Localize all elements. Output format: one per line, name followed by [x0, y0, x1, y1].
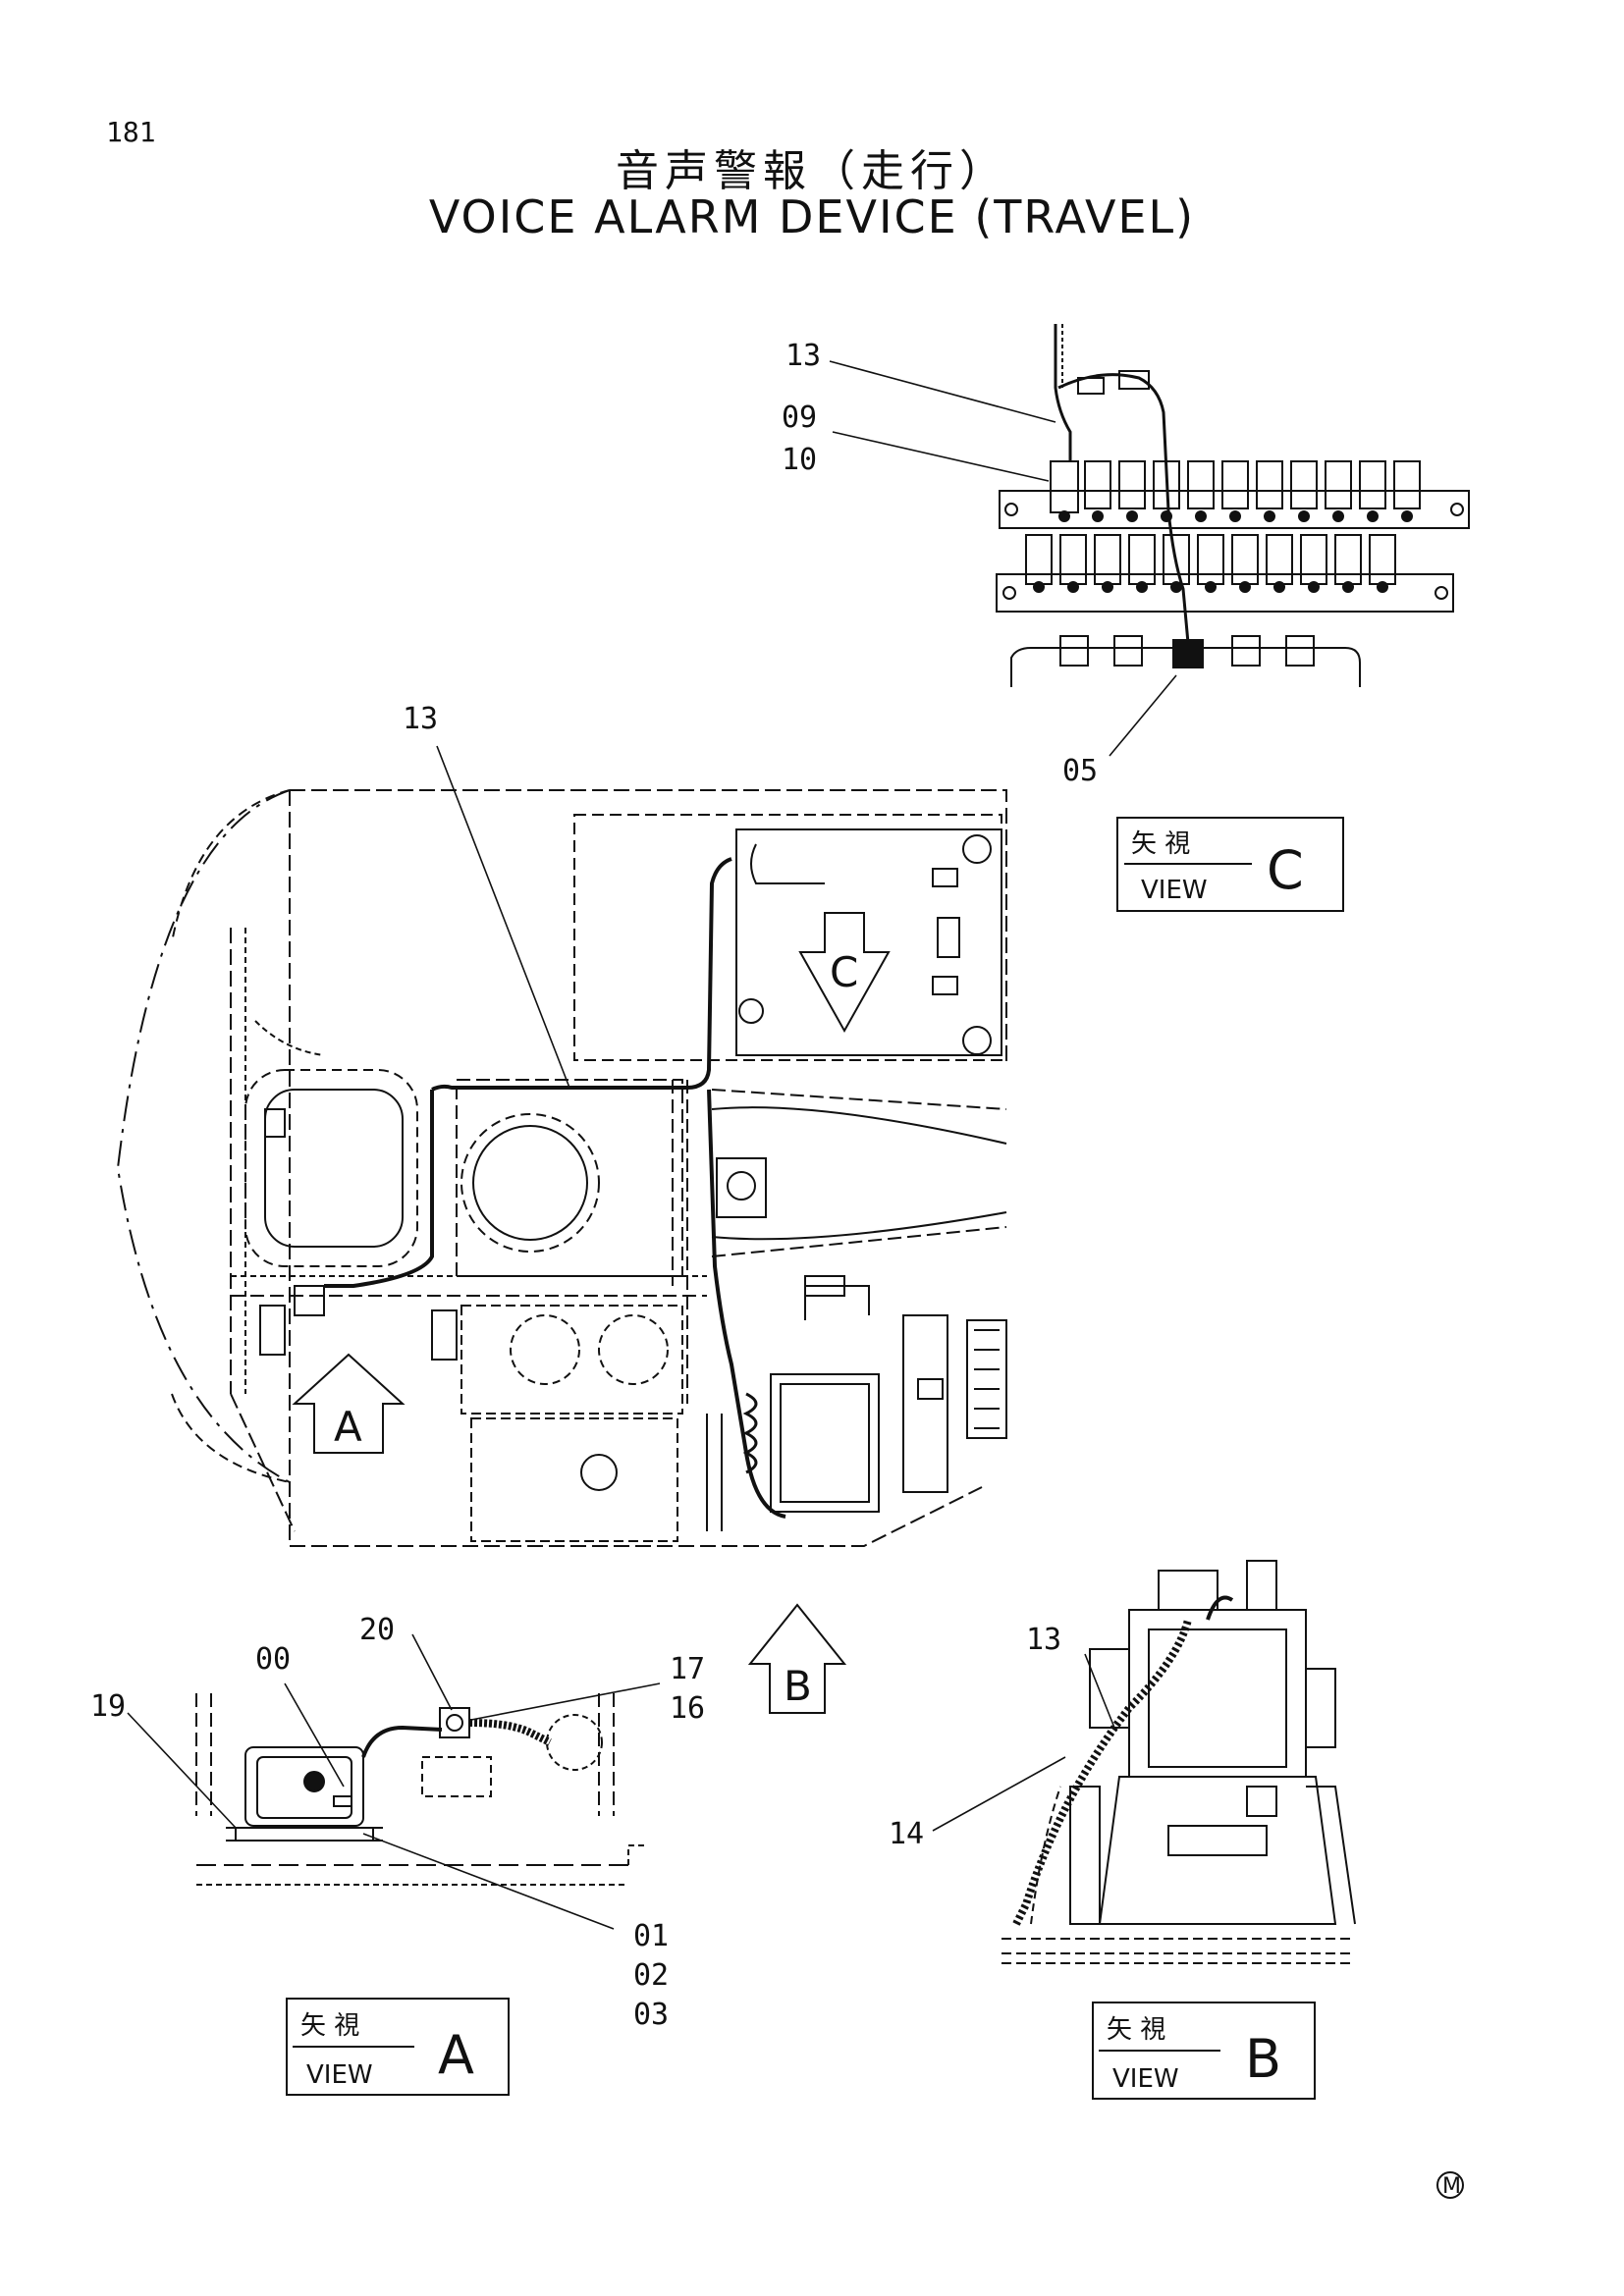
direction-arrow-c-letter: C: [830, 948, 858, 996]
callout-01: 01: [633, 1919, 669, 1953]
leader-lines: [127, 360, 1177, 1930]
callout-02: 02: [633, 1958, 669, 1993]
callout-00: 00: [255, 1642, 291, 1677]
direction-arrow-c-shape: [798, 912, 891, 1034]
direction-arrow-b-shape: [747, 1603, 847, 1714]
corner-mark-circle: [1436, 2171, 1464, 2199]
callout-19: 19: [90, 1689, 126, 1724]
view-b-detail-drawing: [1001, 1560, 1356, 1964]
callout-17: 17: [670, 1652, 705, 1686]
main-frame-drawing: [116, 789, 1007, 1547]
title-japanese: 音声警報（走行）: [616, 146, 1008, 196]
corner-mark-letter: M: [1442, 2174, 1461, 2199]
view-box-a: [286, 1998, 510, 2096]
view-b-letter: B: [1245, 2028, 1281, 2090]
view-a-letter: A: [438, 2024, 474, 2086]
page-number: 181: [106, 116, 156, 148]
view-box-b: [1092, 2002, 1316, 2100]
callout-14: 14: [889, 1817, 924, 1851]
callout-05: 05: [1062, 754, 1098, 788]
callout-13-b: 13: [1026, 1623, 1061, 1657]
callout-09: 09: [782, 400, 817, 435]
view-a-japanese: 矢 視: [300, 2011, 359, 2041]
callout-20: 20: [359, 1613, 395, 1647]
view-box-c: [1116, 817, 1344, 912]
callout-13-main: 13: [403, 702, 438, 736]
direction-arrow-b-letter: B: [784, 1662, 812, 1710]
view-c-detail-drawing: [996, 324, 1470, 687]
view-b-japanese: 矢 視: [1107, 2015, 1165, 2045]
callout-13-top: 13: [785, 339, 821, 373]
view-b-english: VIEW: [1112, 2064, 1179, 2094]
view-a-english: VIEW: [306, 2060, 373, 2090]
callout-03: 03: [633, 1998, 669, 2032]
direction-arrow-a-letter: A: [334, 1403, 362, 1451]
view-c-english: VIEW: [1141, 876, 1208, 905]
callout-10: 10: [782, 443, 817, 477]
direction-arrow-a-shape: [292, 1353, 406, 1454]
view-c-letter: C: [1267, 839, 1304, 901]
title-english: VOICE ALARM DEVICE (TRAVEL): [428, 190, 1196, 243]
callout-16: 16: [670, 1691, 705, 1726]
view-c-japanese: 矢 視: [1131, 829, 1190, 859]
view-a-detail-drawing: [195, 1693, 648, 1886]
